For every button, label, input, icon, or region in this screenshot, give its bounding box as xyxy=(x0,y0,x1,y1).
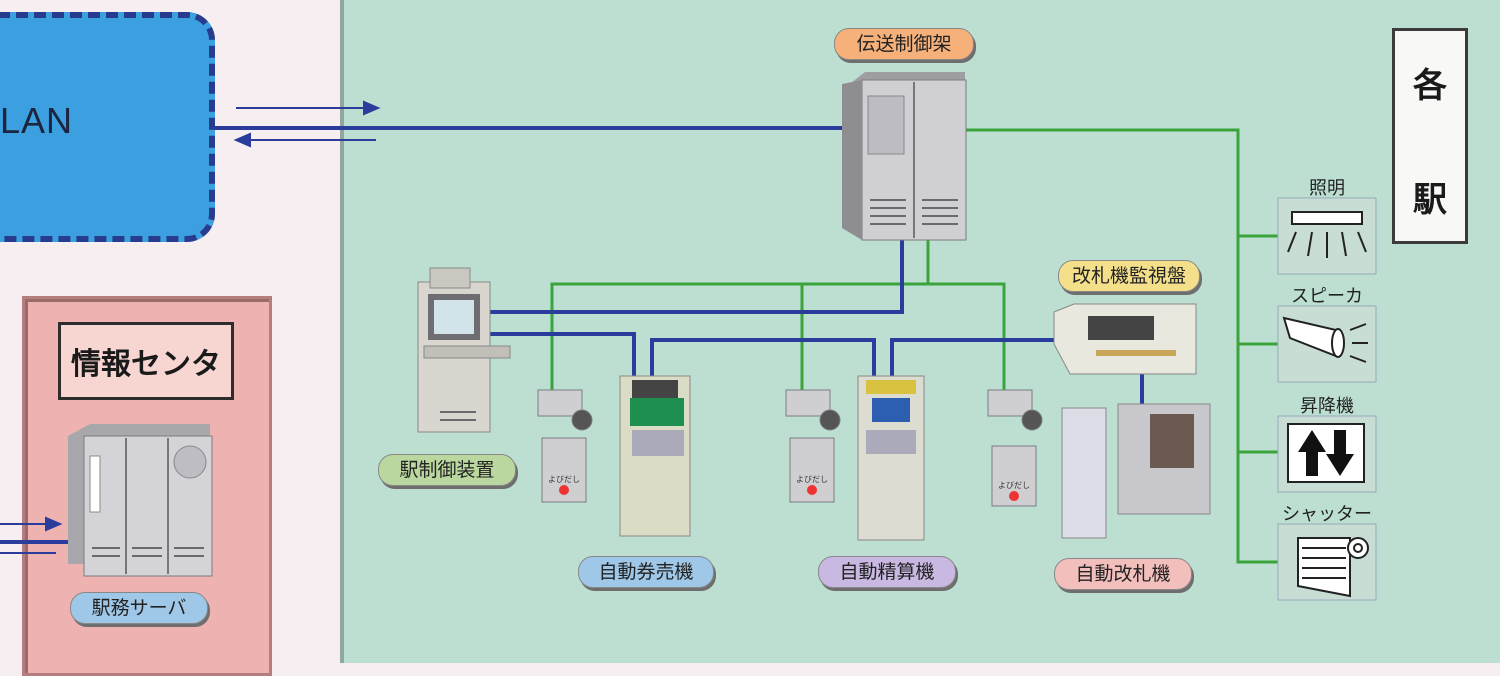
shutter-label: シャッター xyxy=(1282,504,1372,525)
station-title-box xyxy=(1392,28,1468,244)
lighting-icon xyxy=(1287,211,1367,258)
shutter-icon xyxy=(1297,537,1369,598)
automatic-gate-device xyxy=(1061,403,1211,539)
elevator-label: 昇降機 xyxy=(1300,396,1354,417)
transmission-rack-label: 伝送制御架 xyxy=(834,28,974,60)
ticket-machine-device xyxy=(619,375,691,537)
ticket-machine-label: 自動券売機 xyxy=(578,556,714,588)
camera-and-call-units xyxy=(537,389,1043,507)
lan-cloud xyxy=(0,12,215,242)
elevator-icon xyxy=(1287,423,1365,483)
auto-gate-label: 自動改札機 xyxy=(1054,558,1192,590)
lan-arrows xyxy=(0,100,381,554)
lan-label: LAN xyxy=(0,100,74,141)
server-label: 駅務サーバ xyxy=(70,592,208,624)
gate-monitor-label: 改札機監視盤 xyxy=(1058,260,1200,292)
speaker-label: スピーカ xyxy=(1291,286,1363,307)
call-button-text-1: よびだし xyxy=(548,475,580,484)
station-controller-label: 駅制御装置 xyxy=(378,454,516,486)
lighting-label: 照明 xyxy=(1309,178,1345,199)
fare-adjust-label: 自動精算機 xyxy=(818,556,956,588)
gate-monitor-device xyxy=(1053,303,1197,375)
call-button-text-2: よびだし xyxy=(796,475,828,484)
blue-lines xyxy=(490,232,1144,404)
station-title-char-1: 各 xyxy=(1413,66,1447,106)
speaker-icon xyxy=(1282,316,1368,363)
call-button-text-3: よびだし xyxy=(998,481,1030,490)
station-server-device xyxy=(68,424,213,577)
fare-adjustment-device xyxy=(857,375,925,541)
transmission-rack-device xyxy=(842,72,967,241)
station-title-char-2: 駅 xyxy=(1413,180,1447,220)
station-controller-device xyxy=(417,267,511,433)
info-center-title: 情報センタ xyxy=(58,322,234,400)
